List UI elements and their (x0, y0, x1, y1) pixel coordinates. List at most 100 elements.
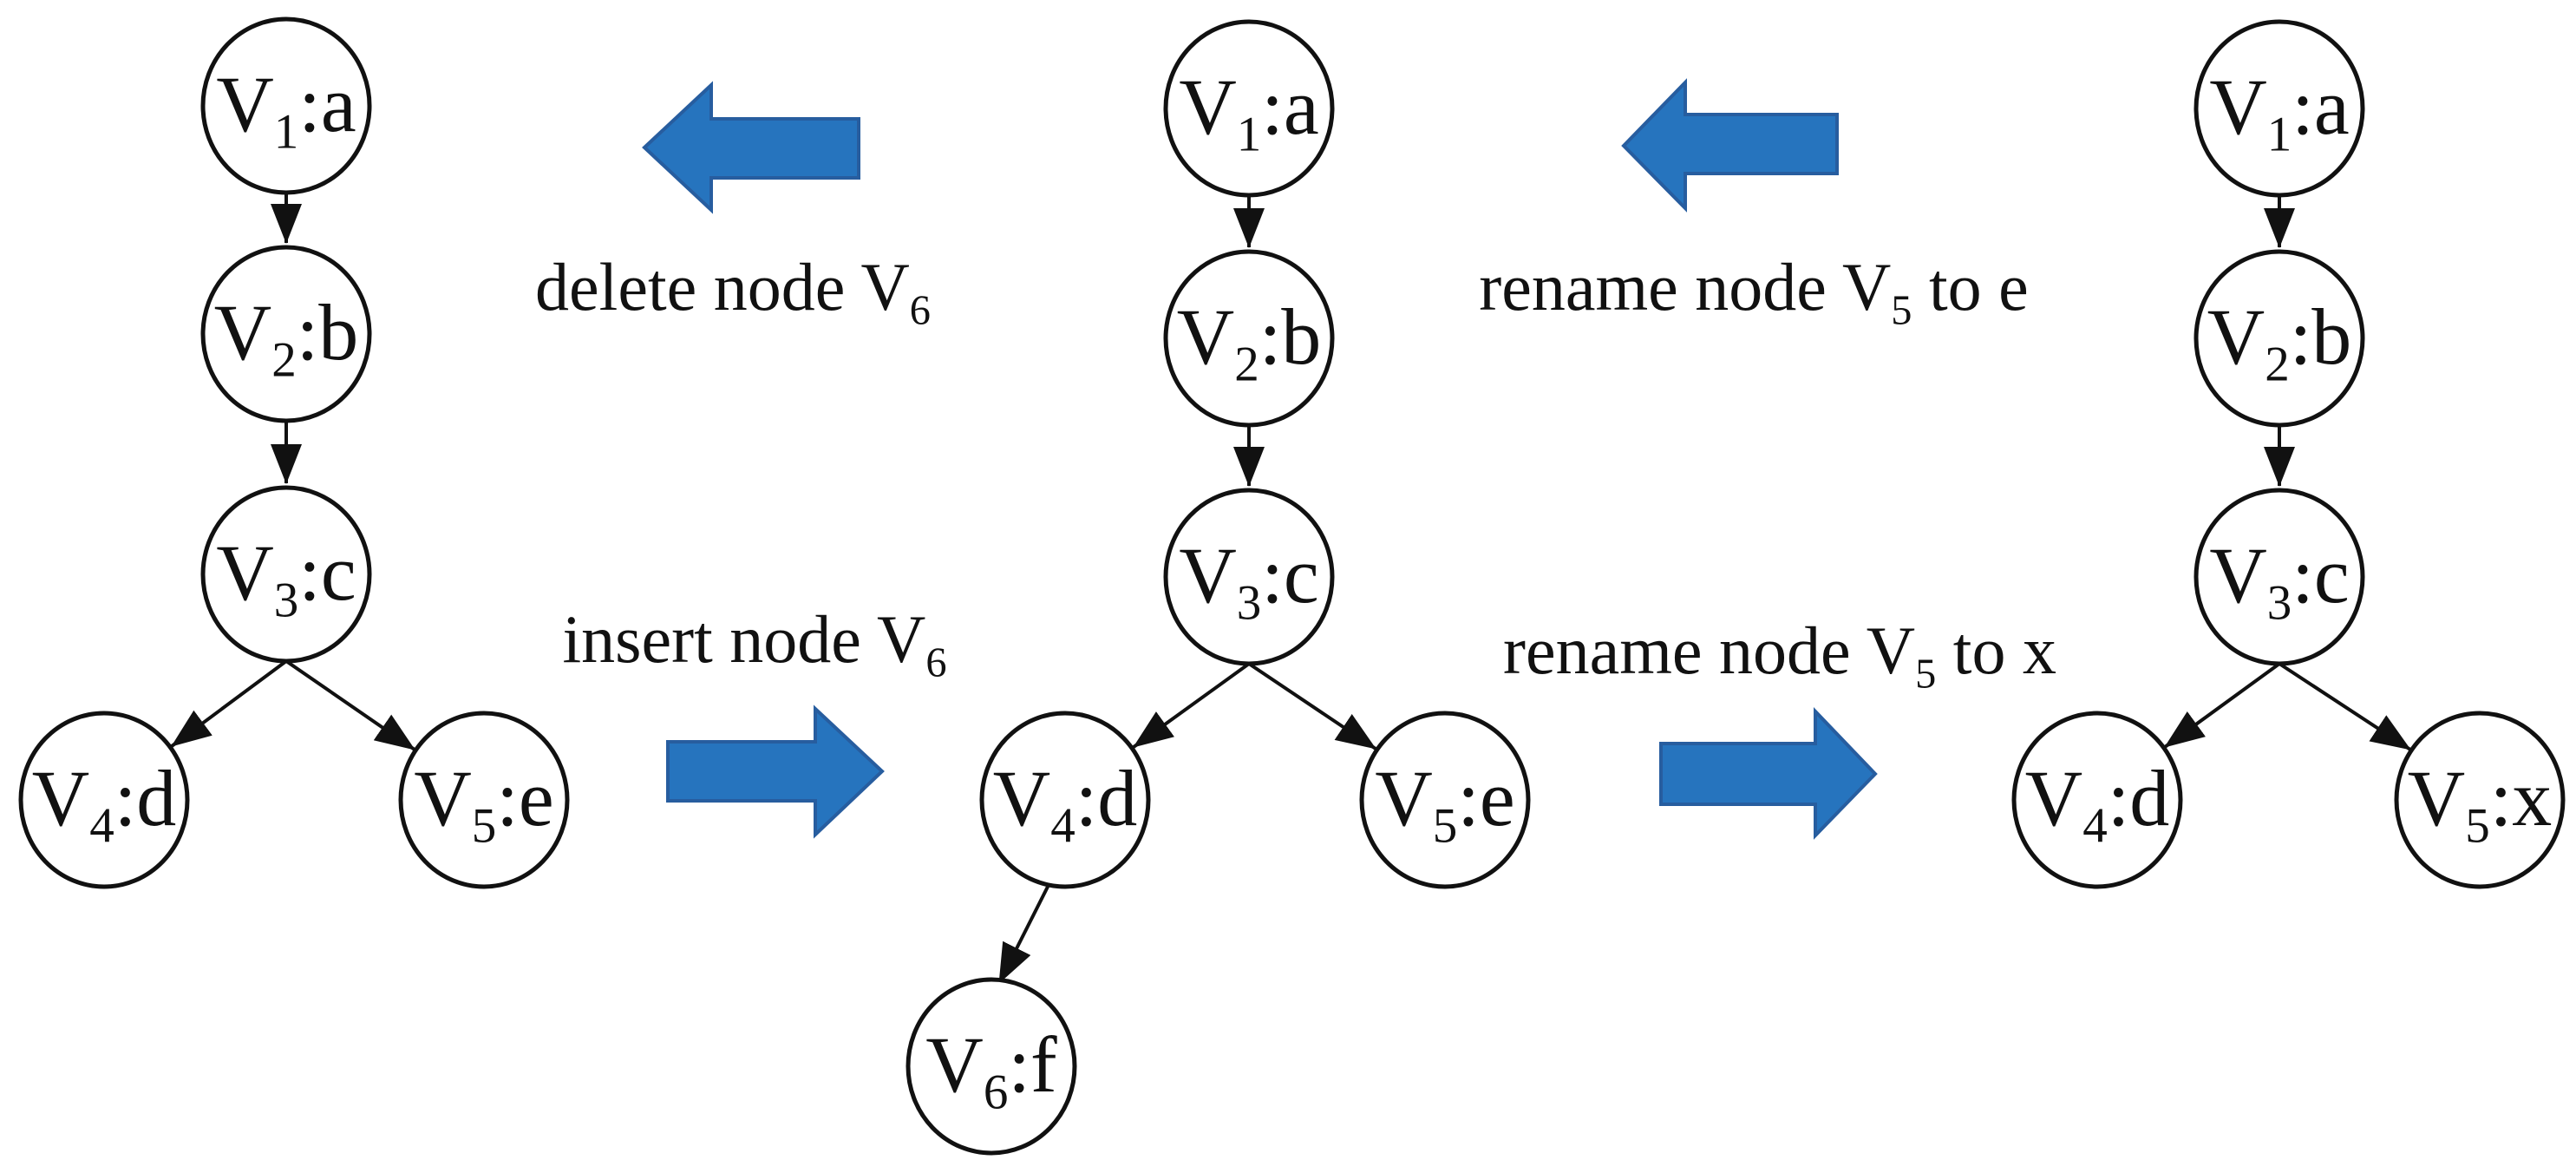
node-subscript: 4 (89, 798, 114, 854)
tree-node-label-v3: V3:c (216, 533, 356, 625)
block-arrow-left-icon (642, 81, 860, 214)
node-value: :d (1075, 754, 1138, 843)
node-name: V (1375, 754, 1433, 843)
operation-subscript: 6 (925, 639, 947, 686)
node-subscript: 2 (1234, 337, 1259, 392)
node-circle-v6 (906, 977, 1077, 1156)
node-value: :a (1261, 62, 1319, 152)
node-value: :d (2107, 754, 2170, 843)
left-tree-graphics (18, 16, 570, 889)
node-subscript: 4 (1050, 798, 1076, 854)
tree-node-label-v5: V5:e (414, 758, 553, 850)
node-value: :a (2292, 62, 2350, 152)
edge-v3-v5 (284, 659, 416, 751)
node-name: V (992, 754, 1051, 843)
block-arrow-right-icon (666, 704, 885, 839)
tree-node-label-v2: V2:b (1177, 297, 1322, 389)
tree-node-label-v1: V1:a (1179, 67, 1318, 159)
edge-v4-v6 (997, 882, 1051, 984)
node-subscript: 1 (273, 104, 299, 160)
tree-node-label-v6: V6:f (925, 1025, 1056, 1117)
block-arrow-right-icon (1659, 707, 1878, 840)
tree-node-label-v4: V4:d (993, 758, 1138, 850)
tree-node-label-v4: V4:d (2025, 758, 2170, 850)
operation-text: to e (1912, 249, 2029, 324)
node-subscript: 1 (2266, 107, 2292, 162)
node-value: :f (1008, 1020, 1057, 1110)
node-circle-v2 (200, 245, 372, 423)
operation-label-delete: delete node V6 (535, 253, 931, 332)
edge-v3-v4 (170, 659, 288, 748)
edge-v3-v5 (2278, 662, 2412, 751)
node-circle-v3 (2194, 488, 2365, 666)
node-circle-v3 (200, 485, 372, 664)
tree-node-label-v5: V5:e (1375, 758, 1514, 850)
node-name: V (1176, 292, 1235, 382)
node-circle-v5 (2394, 711, 2566, 889)
node-subscript: 3 (273, 573, 299, 628)
node-name: V (216, 528, 274, 618)
node-name: V (925, 1020, 984, 1110)
node-name: V (213, 288, 272, 377)
operation-subscript: 5 (1891, 287, 1912, 334)
operation-text: insert node V (562, 601, 926, 677)
node-circle-v3 (1163, 488, 1335, 666)
node-circle-v4 (979, 711, 1151, 889)
node-value: :b (296, 288, 359, 377)
tree-node-label-v2: V2:b (214, 292, 359, 384)
node-circle-v1 (1163, 19, 1335, 198)
node-name: V (1179, 62, 1237, 152)
node-subscript: 5 (1432, 798, 1458, 854)
node-circle-v4 (2011, 711, 2183, 889)
edge-v3-v4 (1132, 662, 1251, 749)
node-value: :c (2292, 531, 2350, 620)
tree-node-label-v1: V1:a (2209, 67, 2349, 159)
node-circle-v2 (1163, 249, 1335, 428)
node-circle-v1 (2194, 19, 2365, 198)
operation-text: rename node V (1479, 249, 1892, 324)
operation-text: to x (1936, 613, 2056, 688)
operation-text: delete node V (535, 249, 910, 324)
node-subscript: 2 (271, 332, 297, 388)
tree-node-label-v3: V3:c (1179, 535, 1318, 627)
node-subscript: 4 (2082, 798, 2108, 854)
node-value: :a (298, 60, 356, 149)
node-value: :b (1259, 292, 1322, 382)
right-tree-graphics (2011, 19, 2566, 889)
operation-text: rename node V (1503, 613, 1916, 688)
node-subscript: 5 (471, 798, 497, 854)
node-circle-v5 (1359, 711, 1531, 889)
operation-label-rename-to-e: rename node V5 to e (1479, 253, 2029, 332)
node-name: V (2024, 754, 2083, 843)
operation-label-rename-to-x: rename node V5 to x (1503, 617, 2056, 696)
edge-v3-v5 (1247, 662, 1377, 750)
node-name: V (2209, 62, 2267, 152)
block-arrow-left-icon (1621, 78, 1839, 213)
node-subscript: 3 (2266, 575, 2292, 631)
node-subscript: 6 (983, 1065, 1009, 1120)
operation-subscript: 5 (1915, 651, 1937, 698)
node-circle-v5 (398, 711, 570, 889)
node-value: :b (2289, 292, 2352, 382)
node-subscript: 1 (1236, 107, 1262, 162)
node-circle-v1 (200, 16, 372, 195)
tree-node-label-v3: V3:c (2209, 535, 2349, 627)
node-subscript: 3 (1236, 575, 1262, 631)
node-name: V (1179, 531, 1237, 620)
tree-node-label-v2: V2:b (2207, 297, 2352, 389)
node-name: V (414, 754, 472, 843)
middle-tree-graphics (906, 19, 1531, 1156)
node-value: :d (114, 754, 177, 843)
operation-subscript: 6 (909, 287, 931, 334)
edge-v3-v4 (2163, 662, 2281, 749)
node-circle-v2 (2194, 249, 2365, 428)
node-value: :e (1457, 754, 1515, 843)
node-value: :c (298, 528, 356, 618)
node-value: :e (496, 754, 554, 843)
node-name: V (216, 60, 274, 149)
tree-node-label-v1: V1:a (216, 64, 356, 156)
node-name: V (2407, 754, 2466, 843)
tree-node-label-v5: V5:x (2408, 758, 2553, 850)
